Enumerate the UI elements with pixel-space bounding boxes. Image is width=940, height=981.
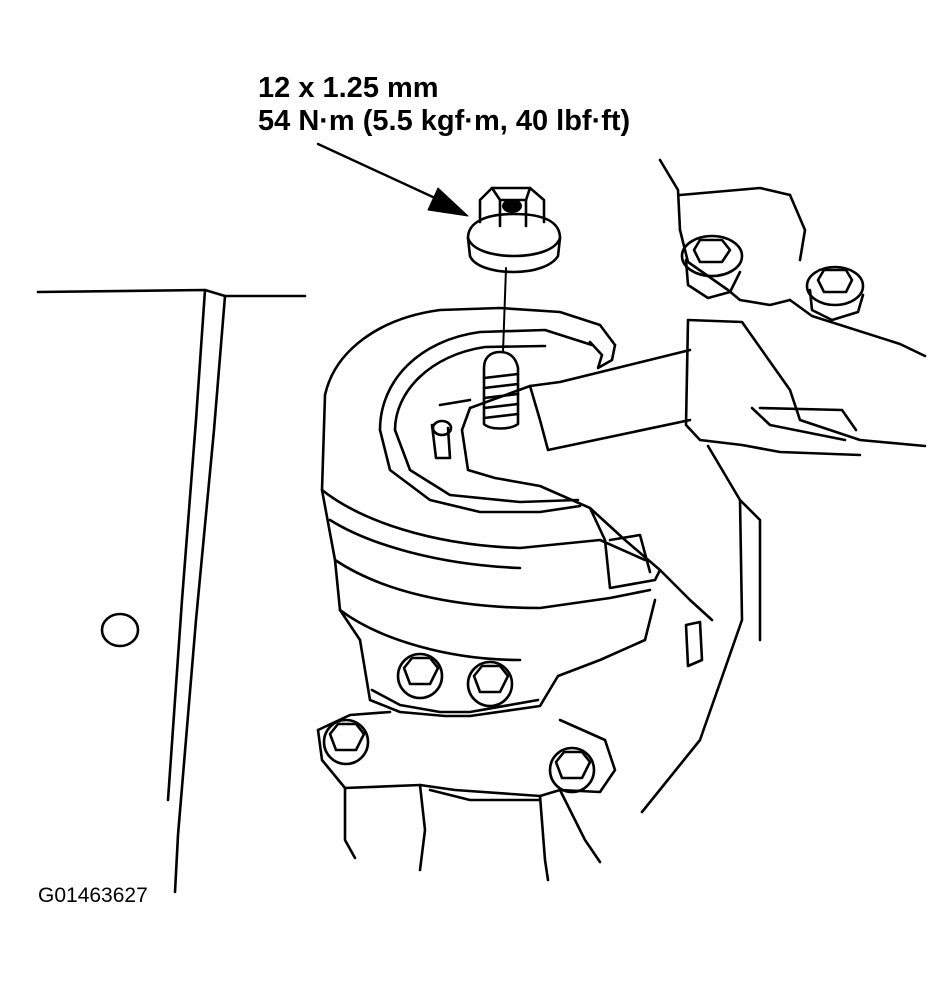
base-bolt-left bbox=[322, 718, 370, 766]
bracket-bolt-left bbox=[680, 234, 744, 300]
bracket-bolt-right bbox=[805, 265, 865, 322]
torque-callout: 12 x 1.25 mm 54 N·m (5.5 kgf·m, 40 lbf·f… bbox=[258, 72, 630, 138]
figure-id: G01463627 bbox=[38, 884, 148, 907]
alignment-line bbox=[502, 267, 507, 353]
flange-bolt-left bbox=[396, 652, 444, 700]
mount-stud bbox=[482, 350, 520, 430]
torque-spec-label: 54 N·m (5.5 kgf·m, 40 lbf·ft) bbox=[258, 105, 631, 137]
flange-bolt-right bbox=[466, 660, 514, 708]
bolt-size-label: 12 x 1.25 mm bbox=[258, 72, 439, 104]
frame-hole bbox=[100, 612, 140, 648]
flange-nut bbox=[466, 186, 562, 274]
engine-mount bbox=[316, 306, 657, 882]
callout-arrow bbox=[316, 142, 469, 217]
right-bracket bbox=[640, 158, 927, 814]
torque-arm bbox=[438, 348, 714, 668]
nut-thread-hole bbox=[502, 199, 522, 213]
left-frame-panel bbox=[36, 288, 307, 894]
base-bolt-right bbox=[548, 746, 596, 794]
